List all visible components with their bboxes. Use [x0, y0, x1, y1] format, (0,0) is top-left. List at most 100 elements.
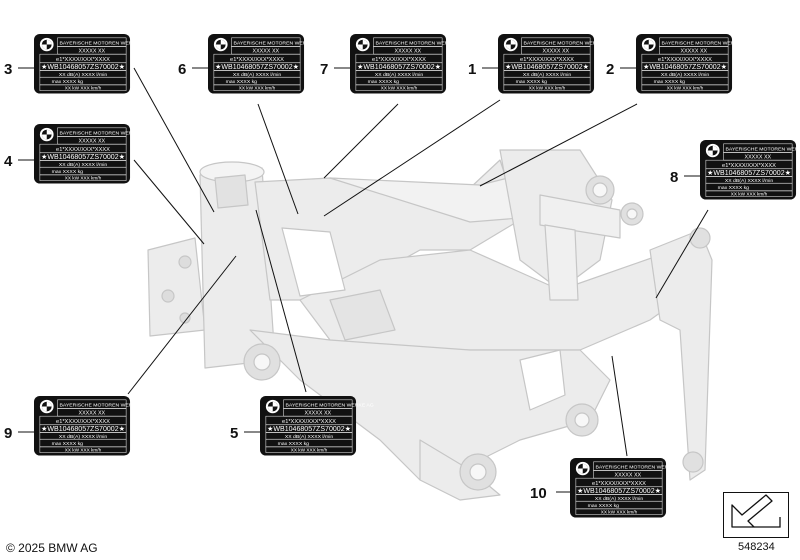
plate-line4: XX dB(A) XXXX l/min [59, 162, 108, 168]
plate-line1: XXXXX XX [253, 49, 280, 55]
plate-line2: e1*XXXX/XXX*XXXX [592, 481, 646, 487]
leader-line [133, 159, 205, 245]
plate-line1: XXXXX XX [681, 49, 708, 55]
leader-line [257, 103, 299, 215]
plate-line4: XX dB(A) XXXX l/min [595, 496, 644, 502]
plate-maker: BAYERISCHE MOTOREN WERKE AG [725, 147, 800, 153]
plate-line5: max XXXX kg [278, 441, 310, 447]
plate-vin: ★WB10468057ZS70002★ [41, 153, 125, 161]
type-plate-c2: BAYERISCHE MOTOREN WERKE AG XXXXX XX e1*XX… [635, 33, 750, 95]
plate-maker: BAYERISCHE MOTOREN WERKE AG [375, 41, 463, 47]
plate-maker: BAYERISCHE MOTOREN WERKE AG [59, 403, 147, 409]
plate-line2: e1*XXXX/XXX*XXXX [658, 57, 712, 63]
plate-vin: ★WB10468057ZS70002★ [41, 63, 125, 71]
plate-line4: XX dB(A) XXXX l/min [59, 72, 108, 78]
plate-line5: max XXXX kg [52, 79, 84, 85]
plate-line1: XXXXX XX [615, 473, 642, 479]
type-plate-c7: BAYERISCHE MOTOREN WERKE AG XXXXX XX e1*XX… [349, 33, 464, 95]
callout-number-4: 4 [4, 153, 13, 170]
callout-number-1: 1 [468, 61, 476, 78]
plate-maker: BAYERISCHE MOTOREN WERKE AG [595, 465, 683, 471]
plate-line5: max XXXX kg [718, 185, 750, 191]
leader-line [479, 103, 638, 187]
plate-line2: e1*XXXX/XXX*XXXX [372, 57, 426, 63]
plate-line5: max XXXX kg [588, 503, 620, 509]
plate-line9: XX kW XXX km/h [381, 86, 418, 91]
plate-line5: max XXXX kg [368, 79, 400, 85]
plate-line2: e1*XXXX/XXX*XXXX [282, 419, 336, 425]
callout-number-6: 6 [178, 61, 186, 78]
callout-number-8: 8 [670, 169, 678, 186]
plate-line2: e1*XXXX/XXX*XXXX [520, 57, 574, 63]
plate-line1: XXXXX XX [745, 155, 772, 161]
type-plate-c9: BAYERISCHE MOTOREN WERKE AG XXXXX XX e1*XX… [33, 395, 148, 457]
callout-number-5: 5 [230, 425, 238, 442]
plate-vin: ★WB10468057ZS70002★ [357, 63, 441, 71]
plate-maker: BAYERISCHE MOTOREN WERKE AG [59, 41, 147, 47]
plate-line9: XX kW XXX km/h [65, 176, 102, 181]
plate-line9: XX kW XXX km/h [239, 86, 276, 91]
plate-line4: XX dB(A) XXXX l/min [661, 72, 710, 78]
type-plate-c1: BAYERISCHE MOTOREN WERKE AG XXXXX XX e1*XX… [497, 33, 612, 95]
plate-line9: XX kW XXX km/h [731, 192, 768, 197]
orientation-box [723, 492, 789, 538]
plate-line9: XX kW XXX km/h [65, 448, 102, 453]
plate-line5: max XXXX kg [226, 79, 258, 85]
leader-line [323, 99, 501, 217]
plate-maker: BAYERISCHE MOTOREN WERKE AG [59, 131, 147, 137]
plate-line4: XX dB(A) XXXX l/min [523, 72, 572, 78]
plate-line1: XXXXX XX [79, 411, 106, 417]
plate-line1: XXXXX XX [79, 139, 106, 145]
plate-line4: XX dB(A) XXXX l/min [375, 72, 424, 78]
leader-line [127, 255, 237, 395]
callout-number-3: 3 [4, 61, 12, 78]
plate-line5: max XXXX kg [52, 441, 84, 447]
plate-vin: ★WB10468057ZS70002★ [577, 487, 661, 495]
plate-line1: XXXXX XX [79, 49, 106, 55]
type-plate-c10: BAYERISCHE MOTOREN WERKE AG XXXXX XX e1*XX… [569, 457, 684, 519]
plate-line4: XX dB(A) XXXX l/min [725, 178, 774, 184]
plate-maker: BAYERISCHE MOTOREN WERKE AG [233, 41, 321, 47]
plate-line1: XXXXX XX [395, 49, 422, 55]
plate-maker: BAYERISCHE MOTOREN WERKE AG [285, 403, 373, 409]
leader-line [133, 67, 215, 213]
callout-number-2: 2 [606, 61, 614, 78]
plate-line1: XXXXX XX [305, 411, 332, 417]
plate-line2: e1*XXXX/XXX*XXXX [56, 419, 110, 425]
leader-line [255, 209, 307, 393]
plate-line2: e1*XXXX/XXX*XXXX [56, 147, 110, 153]
plate-line4: XX dB(A) XXXX l/min [59, 434, 108, 440]
type-plate-c6: BAYERISCHE MOTOREN WERKE AG XXXXX XX e1*XX… [207, 33, 322, 95]
plate-line9: XX kW XXX km/h [667, 86, 704, 91]
type-plate-c3: BAYERISCHE MOTOREN WERKE AG XXXXX XX e1*XX… [33, 33, 148, 95]
plate-maker: BAYERISCHE MOTOREN WERKE AG [523, 41, 611, 47]
plate-vin: ★WB10468057ZS70002★ [707, 169, 791, 177]
plate-line9: XX kW XXX km/h [601, 510, 638, 515]
plate-line4: XX dB(A) XXXX l/min [233, 72, 282, 78]
plate-vin: ★WB10468057ZS70002★ [505, 63, 589, 71]
callout-number-9: 9 [4, 425, 12, 442]
plate-vin: ★WB10468057ZS70002★ [215, 63, 299, 71]
diagram-number: 548234 [738, 541, 775, 553]
motorcycle-frame-illustration [147, 149, 713, 501]
plate-vin: ★WB10468057ZS70002★ [643, 63, 727, 71]
plate-line2: e1*XXXX/XXX*XXXX [56, 57, 110, 63]
plate-maker: BAYERISCHE MOTOREN WERKE AG [661, 41, 749, 47]
plate-line5: max XXXX kg [654, 79, 686, 85]
plate-line9: XX kW XXX km/h [529, 86, 566, 91]
type-plate-c4: BAYERISCHE MOTOREN WERKE AG XXXXX XX e1*XX… [33, 123, 148, 185]
plate-line9: XX kW XXX km/h [65, 86, 102, 91]
plate-line2: e1*XXXX/XXX*XXXX [230, 57, 284, 63]
callout-number-10: 10 [530, 485, 547, 502]
direction-arrow-icon [731, 494, 781, 528]
plate-line5: max XXXX kg [52, 169, 84, 175]
plate-line4: XX dB(A) XXXX l/min [285, 434, 334, 440]
type-plate-c5: BAYERISCHE MOTOREN WERKE AG XXXXX XX e1*XX… [259, 395, 374, 457]
leader-line [611, 355, 628, 457]
plate-line1: XXXXX XX [543, 49, 570, 55]
plate-line5: max XXXX kg [516, 79, 548, 85]
copyright-text: © 2025 BMW AG [6, 541, 98, 555]
callout-number-7: 7 [320, 61, 328, 78]
